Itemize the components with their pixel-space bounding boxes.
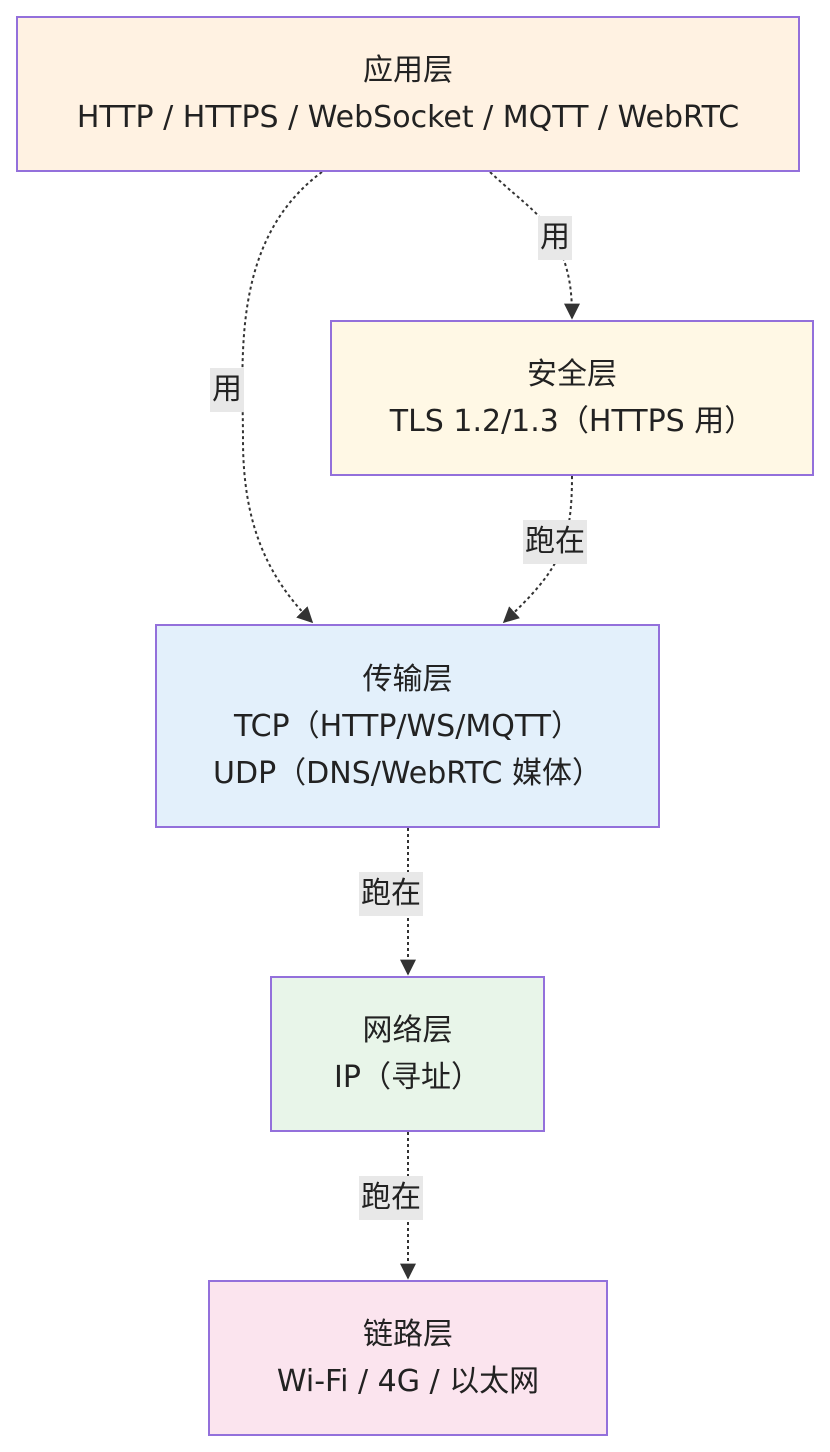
edge-application-to-transport — [241, 171, 323, 624]
link-layer-node: 链路层 Wi-Fi / 4G / 以太网 — [208, 1280, 608, 1436]
node-text: HTTP / HTTPS / WebSocket / MQTT / WebRTC — [76, 100, 740, 135]
node-title: 应用层 — [363, 53, 453, 88]
edge-label-security-to-transport: 跑在 — [523, 520, 587, 564]
edge-label-application-to-transport: 用 — [210, 368, 244, 412]
node-title: 传输层 — [362, 661, 453, 697]
node-text: TLS 1.2/1.3（HTTPS 用） — [389, 404, 755, 439]
edge-label-transport-to-network: 跑在 — [359, 872, 423, 916]
node-text: Wi-Fi / 4G / 以太网 — [276, 1364, 540, 1399]
edge-application-to-security — [489, 171, 580, 320]
application-layer-node: 应用层 HTTP / HTTPS / WebSocket / MQTT / We… — [16, 16, 800, 172]
node-text: TCP（HTTP/WS/MQTT） — [234, 708, 581, 744]
network-layer-node: 网络层 IP（寻址） — [270, 976, 545, 1132]
edge-label-application-to-security: 用 — [538, 216, 572, 260]
security-layer-node: 安全层 TLS 1.2/1.3（HTTPS 用） — [330, 320, 814, 476]
node-text: UDP（DNS/WebRTC 媒体） — [213, 755, 602, 791]
node-text: IP（寻址） — [334, 1060, 481, 1095]
node-title: 链路层 — [363, 1317, 453, 1352]
edge-label-network-to-link: 跑在 — [359, 1176, 423, 1220]
node-title: 安全层 — [527, 357, 617, 392]
transport-layer-node: 传输层 TCP（HTTP/WS/MQTT） UDP（DNS/WebRTC 媒体） — [155, 624, 660, 828]
node-title: 网络层 — [362, 1013, 453, 1048]
